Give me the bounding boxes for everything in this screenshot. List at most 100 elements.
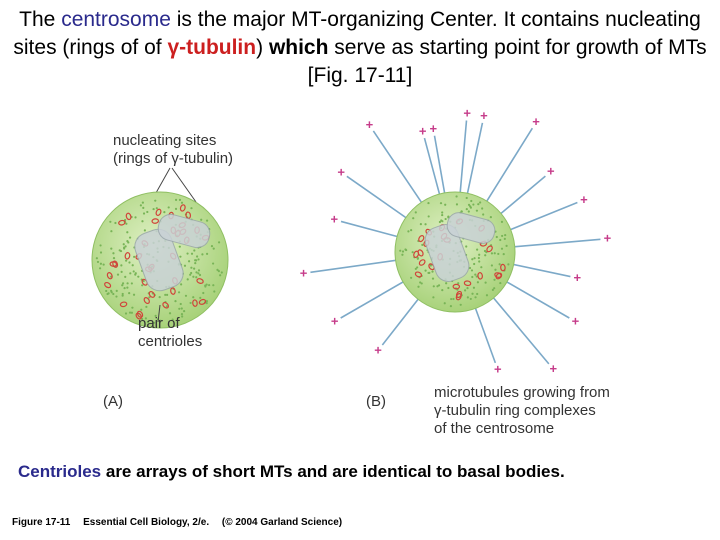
matrix-dot [424, 223, 427, 226]
matrix-dot [184, 294, 188, 297]
matrix-dot [192, 275, 195, 278]
matrix-dot [407, 230, 410, 233]
plus-end-sign: + [429, 121, 437, 136]
matrix-dot [123, 287, 126, 290]
matrix-dot [155, 207, 158, 210]
matrix-dot [475, 209, 479, 212]
matrix-dot [213, 290, 216, 293]
matrix-dot [501, 234, 504, 238]
matrix-dot [495, 235, 498, 239]
gamma-tubulin-ring [143, 297, 150, 305]
matrix-dot [479, 201, 482, 204]
matrix-dot [471, 258, 474, 261]
matrix-dot [181, 315, 184, 318]
matrix-dot [124, 275, 127, 278]
matrix-dot [399, 249, 402, 252]
title-text-3: ) [256, 36, 269, 59]
matrix-dot [481, 207, 484, 210]
matrix-dot [125, 259, 128, 262]
matrix-dot [193, 267, 196, 270]
centriole-b2 [446, 212, 496, 244]
gamma-tubulin-ring [170, 287, 176, 295]
microtubules-label-2: γ-tubulin ring complexes [434, 402, 596, 419]
matrix-dot [140, 308, 143, 311]
matrix-dot [489, 216, 492, 219]
matrix-dot [197, 272, 200, 275]
matrix-dot [460, 210, 463, 213]
panel-b: ++++++++++++++++++ (B) microtubules grow… [300, 106, 612, 437]
matrix-dot [401, 250, 405, 253]
matrix-dot [200, 218, 203, 221]
plus-end-sign: + [330, 212, 338, 227]
matrix-dot [190, 252, 194, 255]
matrix-dot [131, 306, 134, 309]
matrix-dot [128, 292, 131, 295]
matrix-dot [154, 314, 157, 317]
matrix-dot [190, 207, 193, 210]
matrix-dot [417, 285, 420, 288]
matrix-dot [112, 292, 115, 296]
matrix-dot [504, 233, 507, 237]
matrix-dot [216, 268, 219, 272]
title-centrosome: centrosome [61, 8, 171, 31]
matrix-dot [198, 273, 202, 277]
matrix-dot [490, 252, 494, 255]
matrix-dot [99, 251, 103, 254]
matrix-dot [178, 198, 182, 202]
matrix-dot [457, 282, 460, 285]
matrix-dot [485, 294, 489, 297]
matrix-dot [142, 279, 145, 283]
matrix-dot [474, 296, 477, 299]
matrix-dot [122, 243, 125, 246]
gamma-tubulin-ring [455, 293, 462, 301]
copyright: (© 2004 Garland Science) [221, 517, 343, 528]
matrix-dot [447, 286, 450, 290]
matrix-dot [427, 201, 430, 205]
centrioles-label: centrioles [138, 333, 202, 350]
gamma-tubulin-ring [109, 261, 118, 267]
matrix-dot [171, 318, 174, 321]
matrix-dot [148, 296, 151, 299]
caption-rest: are arrays of short MTs and are identica… [101, 462, 565, 481]
matrix-dot [441, 289, 444, 292]
matrix-dot [468, 266, 472, 270]
matrix-dot [445, 282, 448, 285]
gamma-tubulin-ring [104, 281, 112, 289]
matrix-dot [99, 262, 103, 265]
matrix-dot [414, 211, 417, 214]
matrix-dot [141, 220, 144, 223]
matrix-dot [110, 230, 113, 233]
gamma-tubulin-ring [477, 272, 483, 280]
matrix-dot [478, 260, 481, 263]
gamma-tubulin-ring [135, 312, 142, 320]
matrix-dot [186, 252, 189, 255]
matrix-dot [114, 221, 117, 225]
gamma-tubulin-ring [125, 212, 132, 221]
matrix-dot [470, 269, 474, 272]
matrix-dot [143, 229, 146, 232]
matrix-dot [180, 313, 184, 316]
matrix-dot [473, 257, 476, 260]
matrix-dot [212, 284, 215, 287]
matrix-dot [190, 271, 193, 275]
matrix-dot [132, 270, 135, 273]
pointer-line-2 [171, 167, 197, 203]
matrix-dot [167, 206, 170, 209]
matrix-dot [189, 301, 192, 305]
matrix-dot [132, 293, 136, 296]
figure-credit: Figure 17-11 Essential Cell Biology, 2/e… [12, 517, 352, 528]
matrix-dot [465, 196, 468, 200]
matrix-dot [439, 202, 443, 205]
matrix-dot [164, 293, 167, 296]
slide-title: The centrosome is the major MT-organizin… [8, 6, 712, 90]
plus-end-sign: + [419, 123, 427, 138]
gamma-tubulin-ring [417, 249, 424, 257]
matrix-dot [192, 296, 195, 299]
plus-end-sign: + [480, 108, 488, 123]
gamma-tubulin-ring [196, 278, 204, 284]
matrix-dot [466, 296, 469, 299]
matrix-dot [174, 300, 177, 303]
matrix-dot [153, 321, 156, 324]
matrix-dot [507, 263, 510, 266]
matrix-dot [131, 264, 134, 267]
